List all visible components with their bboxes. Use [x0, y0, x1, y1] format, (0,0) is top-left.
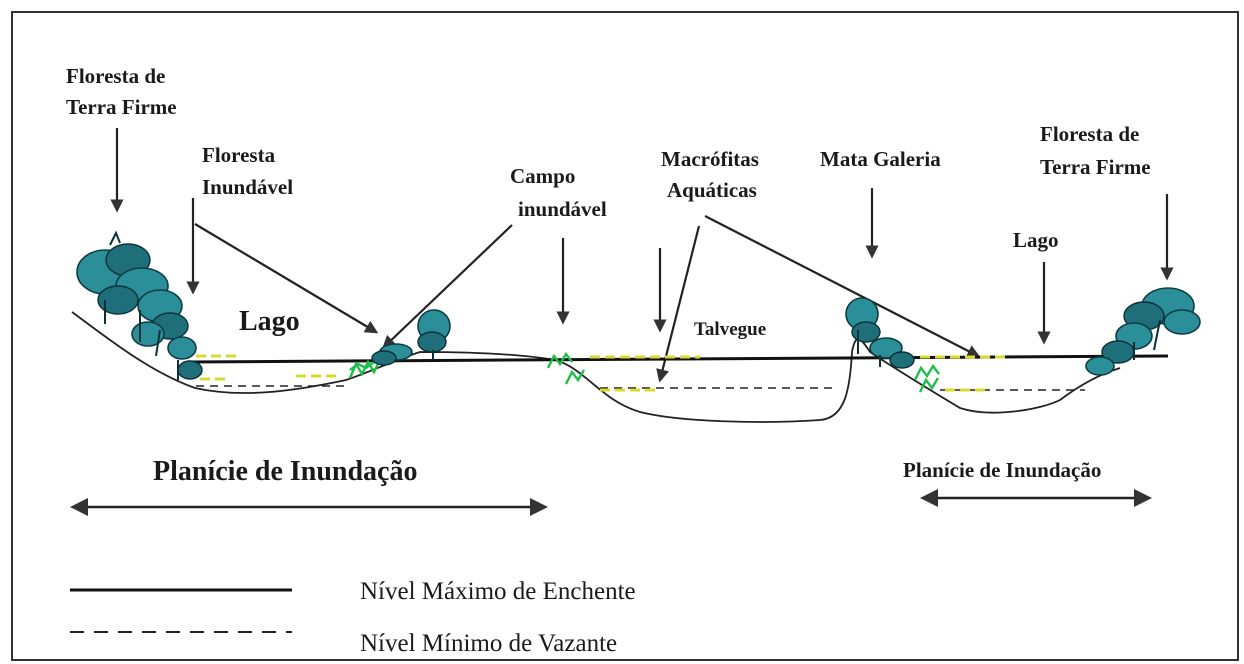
- label-planicie-left: Planície de Inundação: [153, 456, 417, 487]
- label-lago-right: Lago: [1013, 228, 1059, 252]
- label-lago-left: Lago: [239, 306, 300, 337]
- tree-cluster-left: [76, 230, 203, 380]
- macrophytes: [196, 354, 1005, 392]
- label-macrofitas: Macrófitas Aquáticas: [661, 147, 764, 202]
- legend-max-level: Nível Máximo de Enchente: [360, 578, 636, 605]
- arrow-macrofitas-diag-left: [656, 225, 701, 383]
- arrow-macrofitas-diag-right: [704, 215, 981, 358]
- label-campo-inundavel: Campo inundável: [510, 164, 607, 221]
- label-mata-galeria: Mata Galeria: [820, 147, 941, 171]
- label-floresta-inundavel: Floresta Inundável: [202, 143, 293, 199]
- max-level-line: [187, 354, 1169, 364]
- label-planicie-right: Planície de Inundação: [903, 458, 1101, 482]
- double-arrow-left: [70, 498, 548, 516]
- tree-inundavel: [371, 309, 451, 366]
- label-floresta-terra-firme-right: Floresta de Terra Firme: [1040, 122, 1151, 179]
- arrow-floresta-inundavel-diag: [194, 223, 379, 334]
- label-floresta-terra-firme-left: Floresta de Terra Firme: [66, 64, 177, 119]
- double-arrow-right: [920, 489, 1152, 507]
- arrow-campo-diag: [382, 224, 513, 349]
- tree-cluster-right: [1085, 287, 1201, 376]
- grass-tufts: [348, 351, 940, 393]
- terrain-profile: [71, 311, 1121, 423]
- tree-mata-galeria: [845, 297, 915, 369]
- diagram-border: [11, 11, 1239, 661]
- legend-min-level: Nível Mínimo de Vazante: [360, 630, 617, 657]
- label-talvegue: Talvegue: [694, 319, 766, 340]
